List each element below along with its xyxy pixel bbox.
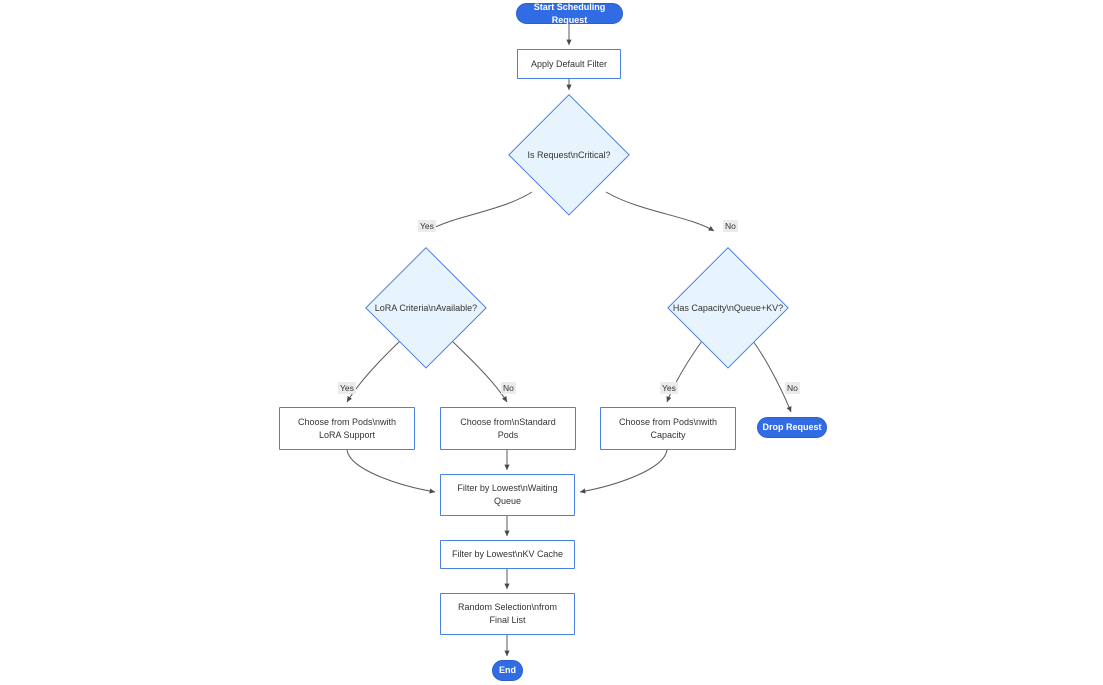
node-choose-pods-with-lora-support-label: Choose from Pods\nwith LoRA Support — [297, 416, 397, 440]
edge-label-critical-no: No — [723, 220, 738, 232]
node-random-selection-from-final-list[interactable]: Random Selection\nfrom Final List — [440, 593, 575, 635]
node-choose-pods-with-capacity[interactable]: Choose from Pods\nwith Capacity — [600, 407, 736, 450]
node-choose-standard-pods-label: Choose from\nStandard Pods — [460, 416, 556, 440]
node-is-request-critical-label: Is Request\nCritical? — [527, 149, 611, 160]
edge-podscap-to-filter — [579, 449, 668, 494]
node-has-capacity-queue-kv-label: Has Capacity\nQueue+KV? — [672, 302, 784, 313]
node-is-request-critical[interactable]: Is Request\nCritical? — [508, 94, 630, 216]
node-lora-criteria-available[interactable]: LoRA Criteria\nAvailable? — [365, 247, 487, 369]
node-lora-criteria-available-label: LoRA Criteria\nAvailable? — [374, 302, 478, 313]
edge-label-capacity-yes: Yes — [660, 382, 678, 394]
node-choose-pods-with-lora-support[interactable]: Choose from Pods\nwith LoRA Support — [279, 407, 415, 450]
edge-label-lora-yes: Yes — [338, 382, 356, 394]
node-start-label: Start Scheduling Request — [533, 1, 606, 25]
node-apply-default-filter[interactable]: Apply Default Filter — [517, 49, 621, 79]
node-filter-by-lowest-kv-cache[interactable]: Filter by Lowest\nKV Cache — [440, 540, 575, 569]
node-start[interactable]: Start Scheduling Request — [516, 1, 623, 25]
edge-label-lora-no: No — [501, 382, 516, 394]
node-random-selection-from-final-list-label: Random Selection\nfrom Final List — [457, 602, 558, 625]
node-drop-request-label: Drop Request — [762, 422, 822, 432]
node-choose-pods-with-capacity-label: Choose from Pods\nwith Capacity — [618, 416, 718, 440]
node-apply-default-filter-label: Apply Default Filter — [530, 58, 608, 69]
node-end[interactable]: End — [492, 660, 523, 681]
edge-podslora-to-filter — [346, 449, 436, 494]
edge-label-capacity-no: No — [785, 382, 800, 394]
node-end-label: End — [499, 665, 516, 675]
node-filter-by-lowest-waiting-queue[interactable]: Filter by Lowest\nWaiting Queue — [440, 474, 575, 516]
edge-label-critical-yes: Yes — [418, 220, 436, 232]
node-has-capacity-queue-kv[interactable]: Has Capacity\nQueue+KV? — [667, 247, 789, 369]
node-drop-request[interactable]: Drop Request — [757, 417, 827, 438]
node-choose-standard-pods[interactable]: Choose from\nStandard Pods — [440, 407, 576, 450]
node-filter-by-lowest-kv-cache-label: Filter by Lowest\nKV Cache — [451, 549, 564, 559]
node-filter-by-lowest-waiting-queue-label: Filter by Lowest\nWaiting Queue — [457, 483, 558, 506]
